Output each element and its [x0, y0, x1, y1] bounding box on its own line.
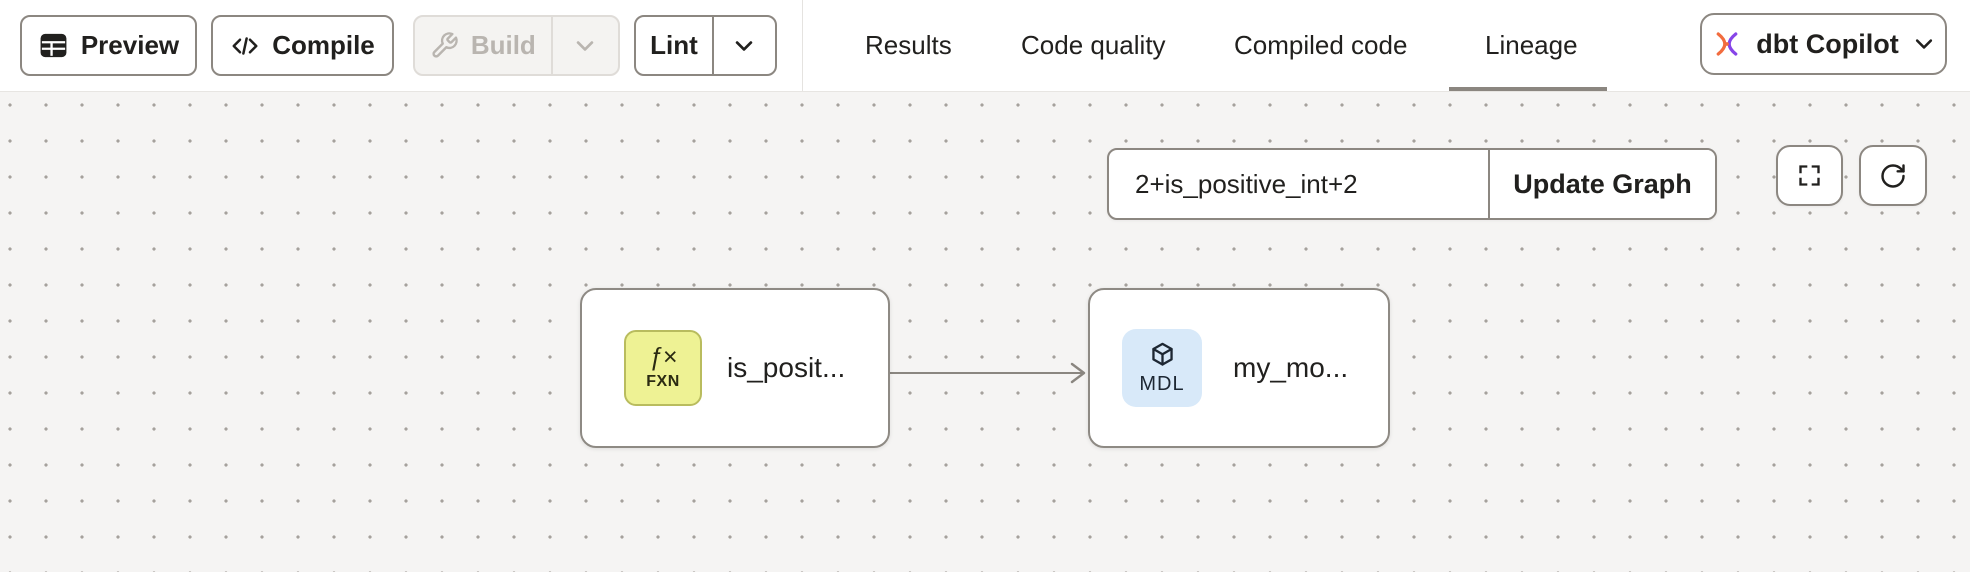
- code-icon: [230, 31, 260, 61]
- chevron-down-icon: [574, 35, 596, 57]
- function-badge: ƒ× FXN: [624, 330, 702, 406]
- refresh-icon: [1879, 162, 1907, 190]
- refresh-graph-button[interactable]: [1859, 145, 1927, 206]
- lint-button[interactable]: Lint: [636, 17, 712, 74]
- tab-results[interactable]: Results: [865, 0, 952, 91]
- compile-button[interactable]: Compile: [211, 15, 394, 76]
- tab-compiled-code-label: Compiled code: [1234, 30, 1408, 60]
- fullscreen-icon: [1796, 162, 1823, 189]
- lineage-node-model[interactable]: MDL my_mo...: [1088, 288, 1390, 448]
- update-graph-button[interactable]: Update Graph: [1490, 150, 1715, 218]
- toolbar-tabs-divider: [802, 0, 803, 91]
- lineage-canvas[interactable]: Update Graph ƒ× FXN is_posit: [0, 92, 1970, 572]
- tab-compiled-code[interactable]: Compiled code: [1234, 0, 1407, 91]
- cube-icon: [1147, 340, 1178, 371]
- lint-split-button: Lint: [634, 15, 777, 76]
- tab-code-quality[interactable]: Code quality: [1021, 0, 1166, 91]
- wrench-icon: [430, 31, 459, 60]
- model-badge-code: MDL: [1139, 373, 1185, 395]
- build-dropdown-toggle: [553, 17, 618, 74]
- lint-dropdown-toggle[interactable]: [714, 17, 775, 74]
- tab-lineage-label: Lineage: [1485, 30, 1578, 60]
- table-icon: [38, 30, 69, 61]
- preview-button[interactable]: Preview: [20, 15, 197, 76]
- build-split-divider: [550, 17, 553, 74]
- tab-lineage[interactable]: Lineage: [1485, 0, 1578, 91]
- lint-button-label: Lint: [650, 30, 698, 60]
- lineage-node-function[interactable]: ƒ× FXN is_posit...: [580, 288, 890, 448]
- preview-button-label: Preview: [80, 30, 180, 60]
- node-label: is_posit...: [727, 352, 846, 383]
- build-button-label: Build: [470, 30, 536, 60]
- compile-button-label: Compile: [272, 30, 375, 60]
- selector-button-divider: [1488, 150, 1490, 218]
- lineage-edge: [890, 362, 1086, 384]
- tab-results-label: Results: [865, 30, 952, 60]
- model-badge: MDL: [1122, 329, 1202, 407]
- chevron-down-icon: [1913, 33, 1935, 55]
- node-label: my_mo...: [1233, 352, 1349, 383]
- chevron-down-icon: [733, 35, 755, 57]
- build-split-button: Build: [413, 15, 620, 76]
- fullscreen-button[interactable]: [1776, 145, 1843, 206]
- build-button: Build: [415, 17, 551, 74]
- dbt-copilot-icon: [1712, 29, 1742, 59]
- fx-icon: ƒ×: [648, 343, 678, 371]
- tab-code-quality-label: Code quality: [1021, 30, 1166, 60]
- active-tab-underline: [1449, 87, 1607, 91]
- lineage-selector-input[interactable]: [1109, 150, 1488, 218]
- lint-split-divider: [711, 17, 714, 74]
- dbt-copilot-label: dbt Copilot: [1756, 28, 1899, 59]
- dbt-copilot-button[interactable]: dbt Copilot: [1700, 13, 1947, 75]
- lineage-selector-group: Update Graph: [1107, 148, 1717, 220]
- editor-header: Preview Compile Build: [0, 0, 1970, 92]
- function-badge-code: FXN: [646, 373, 680, 390]
